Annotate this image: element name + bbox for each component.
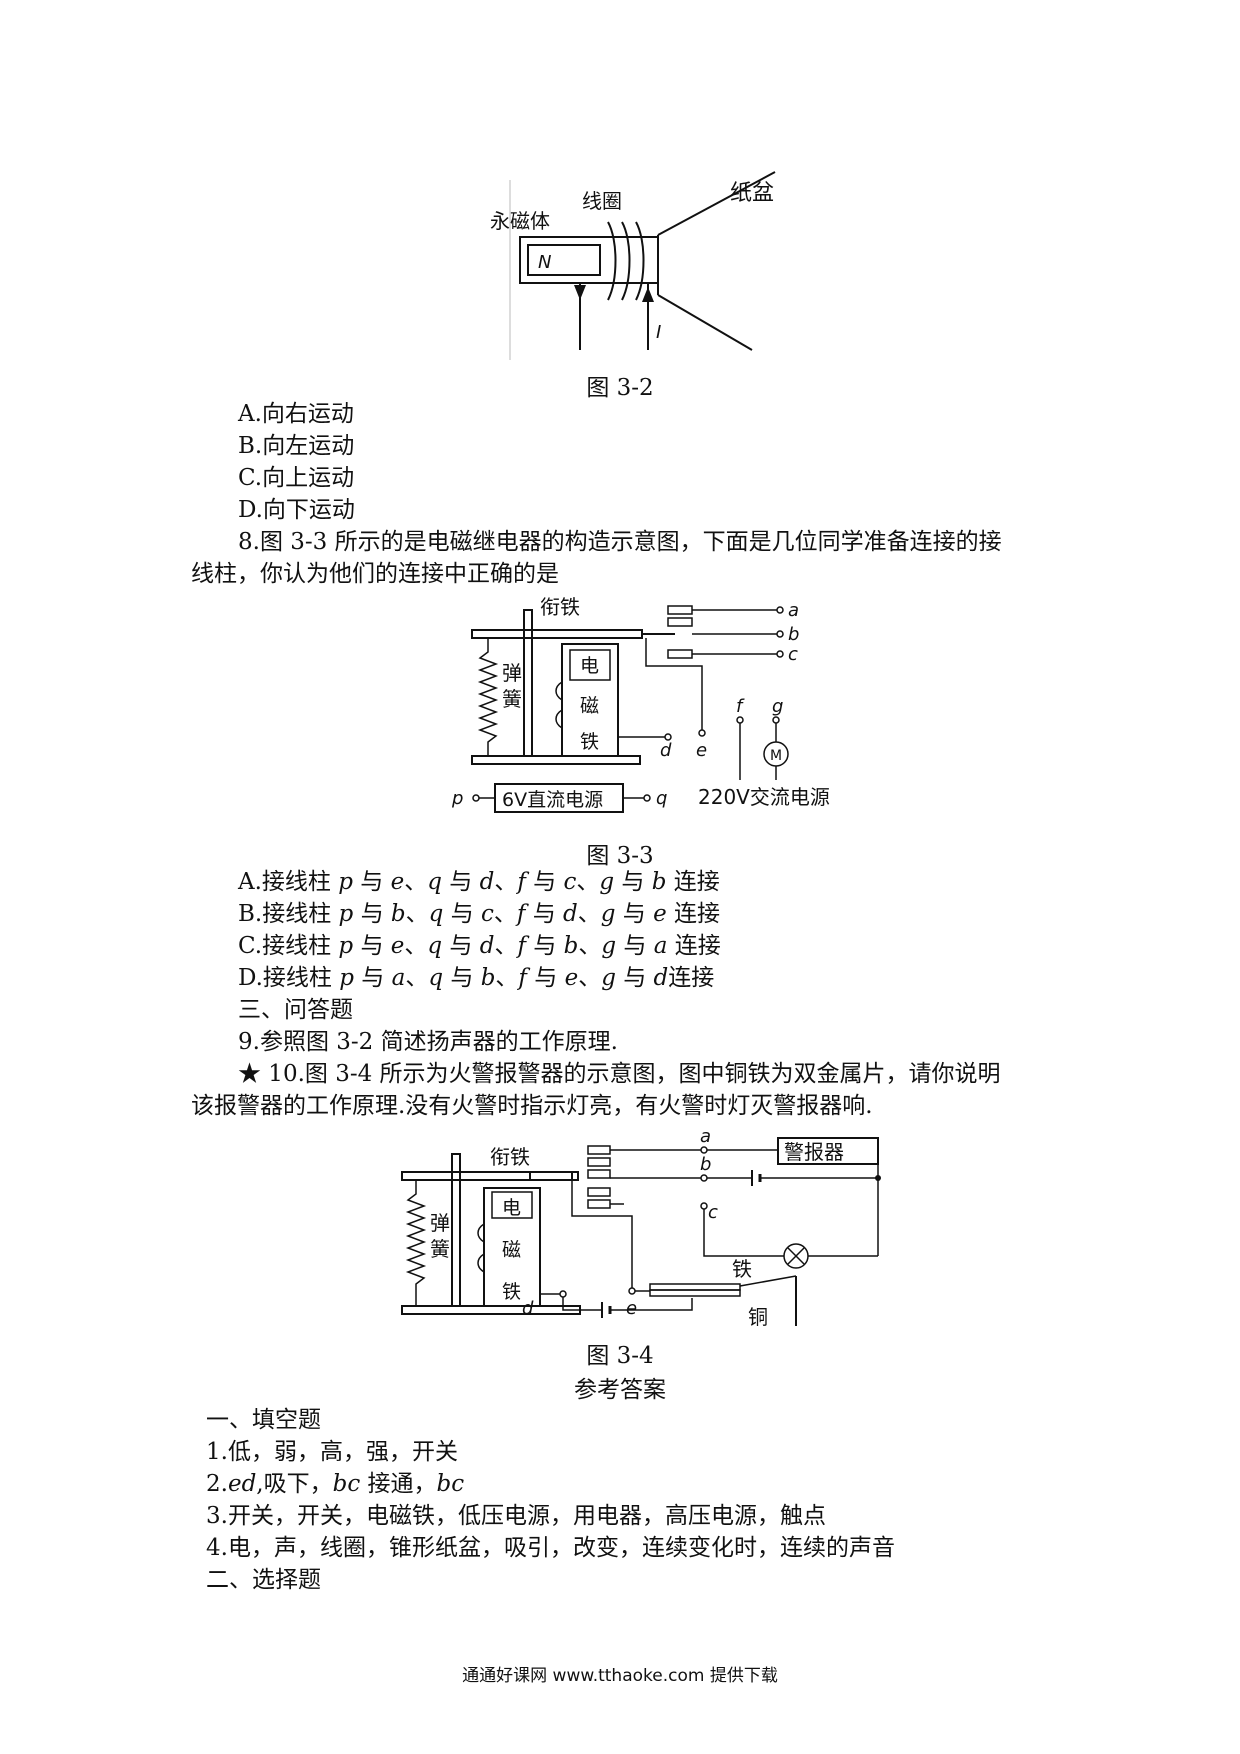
magnet-n-label: N <box>538 252 551 273</box>
electromagnet-label-2: 磁 <box>580 695 599 717</box>
magnet-label: 永磁体 <box>490 209 550 233</box>
q8-option-d: D.接线柱 p 与 a、q 与 b、f 与 e、g 与 d连接 <box>238 965 715 991</box>
figure-3-4: 弹 簧 电 磁 铁 衔铁 a b c 警报器 <box>401 1126 881 1329</box>
answers-section-1: 一、填空题 <box>206 1407 321 1433</box>
answer-4: 4.电，声，线圈，锥形纸盆，吸引，改变，连续变化时，连续的声音 <box>206 1535 895 1561</box>
electromagnet-label-1: 电 <box>580 655 599 677</box>
answers-section-2: 二、选择题 <box>206 1567 321 1593</box>
ac-source-label: 220V交流电源 <box>698 785 830 809</box>
alarm-label: 警报器 <box>784 1140 844 1164</box>
answers-title: 参考答案 <box>574 1377 666 1403</box>
copper-label: 铜 <box>748 1305 768 1329</box>
iron-label: 铁 <box>732 1257 752 1281</box>
section-3-heading: 三、问答题 <box>238 997 353 1023</box>
answer-3: 3.开关，开关，电磁铁，低压电源，用电器，高压电源，触点 <box>206 1503 826 1529</box>
terminal-q: q <box>656 788 667 809</box>
spring-label-2: 簧 <box>430 1237 450 1261</box>
q8-option-a: A.接线柱 p 与 e、q 与 d、f 与 c、g 与 b 连接 <box>238 869 720 895</box>
answer-1: 1.低，弱，高，强，开关 <box>206 1439 458 1465</box>
coil-label: 线圈 <box>582 189 622 213</box>
electromagnet-label-3: 铁 <box>502 1281 521 1303</box>
armature-label: 衔铁 <box>540 595 580 619</box>
armature-label: 衔铁 <box>490 1145 530 1169</box>
terminal-a: a <box>700 1126 711 1147</box>
terminal-b: b <box>700 1154 711 1175</box>
spring-label-1: 弹 <box>430 1211 450 1235</box>
terminal-c: c <box>708 1202 718 1223</box>
electromagnet-label-3: 铁 <box>580 731 599 753</box>
terminal-d: d <box>660 740 672 761</box>
figure-3-3-caption: 图 3-3 <box>586 843 654 869</box>
q7-option-a: A.向右运动 <box>238 401 354 427</box>
answer-2: 2.ed,吸下，bc 接通，bc <box>206 1471 465 1497</box>
current-i-label: I <box>656 322 661 343</box>
terminal-e: e <box>626 1298 637 1319</box>
spring-label-2: 簧 <box>502 687 522 711</box>
terminal-e: e <box>696 740 707 761</box>
figure-3-4-caption: 图 3-4 <box>586 1343 654 1369</box>
q8-option-c: C.接线柱 p 与 e、q 与 d、f 与 b、g 与 a 连接 <box>238 933 721 959</box>
figure-3-2-caption: 图 3-2 <box>586 375 654 401</box>
dc-source-label: 6V直流电源 <box>502 789 603 811</box>
terminal-b: b <box>788 624 799 645</box>
q9-text: 9.参照图 3-2 简述扬声器的工作原理. <box>238 1029 618 1055</box>
motor-icon: M <box>770 748 782 764</box>
figure-3-3: 弹 簧 电 磁 铁 d a b c e 衔铁 f g <box>451 595 830 813</box>
q7-option-c: C.向上运动 <box>238 465 355 491</box>
q10-text-line2: 该报警器的工作原理.没有火警时指示灯亮，有火警时灯灭警报器响. <box>191 1093 873 1119</box>
q8-text-line1: 8.图 3-3 所示的是电磁继电器的构造示意图，下面是几位同学准备连接的接 <box>238 529 1002 555</box>
terminal-c: c <box>788 644 798 665</box>
terminal-a: a <box>788 600 799 621</box>
q7-option-b: B.向左运动 <box>238 433 355 459</box>
electromagnet-label-1: 电 <box>502 1197 521 1219</box>
cone-label: 纸盆 <box>730 181 774 206</box>
terminal-g: g <box>772 696 783 717</box>
spring-label-1: 弹 <box>502 661 522 685</box>
q7-option-d: D.向下运动 <box>238 497 355 523</box>
figure-3-2: N I 永磁体 线圈 纸盆 <box>490 171 776 360</box>
terminal-f: f <box>736 696 745 717</box>
electromagnet-label-2: 磁 <box>502 1239 521 1261</box>
terminal-d: d <box>522 1298 534 1319</box>
page-footer: 通通好课网 www.tthaoke.com 提供下载 <box>462 1666 778 1686</box>
terminal-p: p <box>451 788 463 809</box>
q10-text-line1: ★ 10.图 3-4 所示为火警报警器的示意图，图中铜铁为双金属片，请你说明 <box>238 1061 1001 1087</box>
q8-text-line2: 线柱，你认为他们的连接中正确的是 <box>191 561 559 587</box>
q8-option-b: B.接线柱 p 与 b、q 与 c、f 与 d、g 与 e 连接 <box>238 901 721 927</box>
